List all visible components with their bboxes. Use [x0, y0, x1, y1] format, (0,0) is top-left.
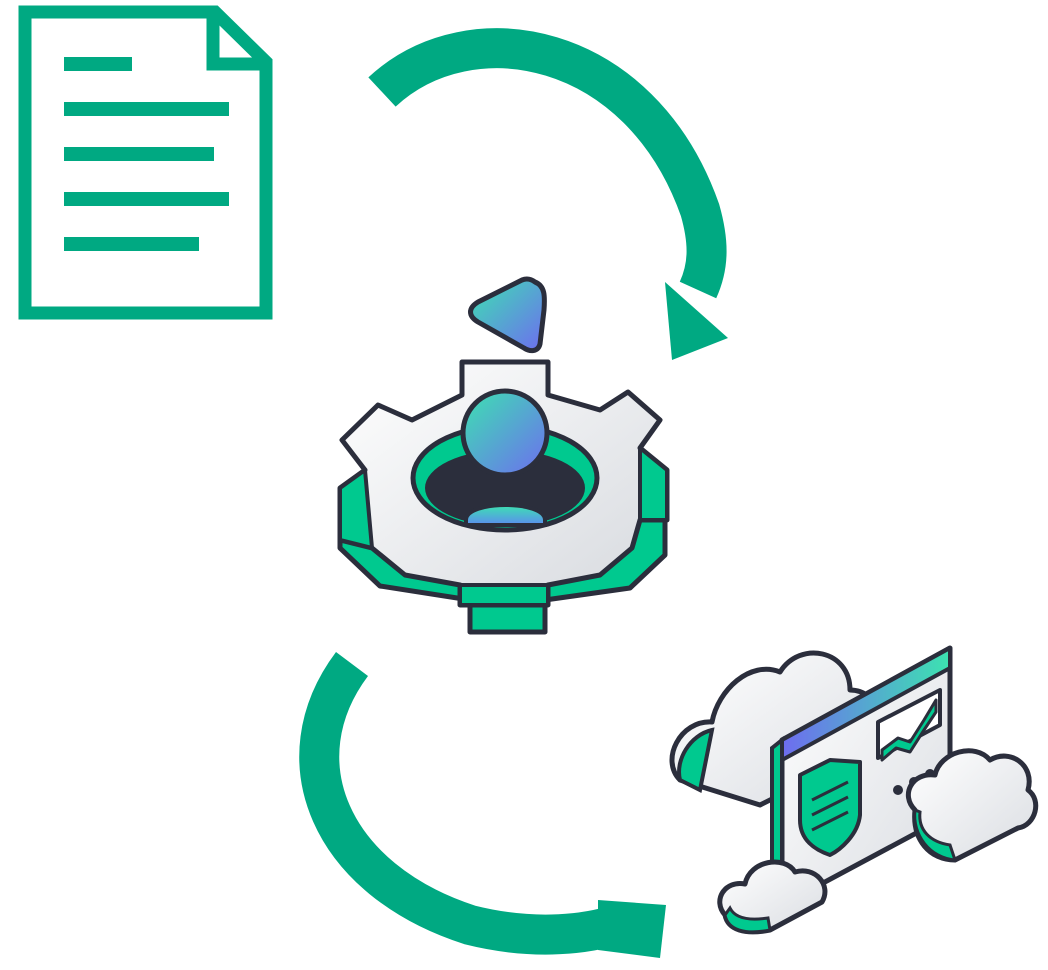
chart-line-icon	[880, 698, 938, 762]
cloud-icon	[905, 748, 1039, 863]
curved-arrow-icon	[368, 28, 728, 360]
curved-arrow-icon	[299, 652, 666, 958]
document-line	[64, 102, 229, 116]
document-line	[64, 192, 229, 206]
document-line	[64, 147, 214, 161]
cloud-icon	[717, 859, 828, 935]
cloud-security-dashboard-icon	[669, 645, 1039, 935]
gear-user-icon	[337, 276, 670, 635]
document-icon	[18, 5, 273, 320]
menu-dot	[893, 785, 903, 795]
document-line	[64, 237, 199, 251]
dashboard-panel	[770, 645, 953, 916]
document-line	[64, 57, 132, 71]
play-icon	[468, 276, 547, 354]
